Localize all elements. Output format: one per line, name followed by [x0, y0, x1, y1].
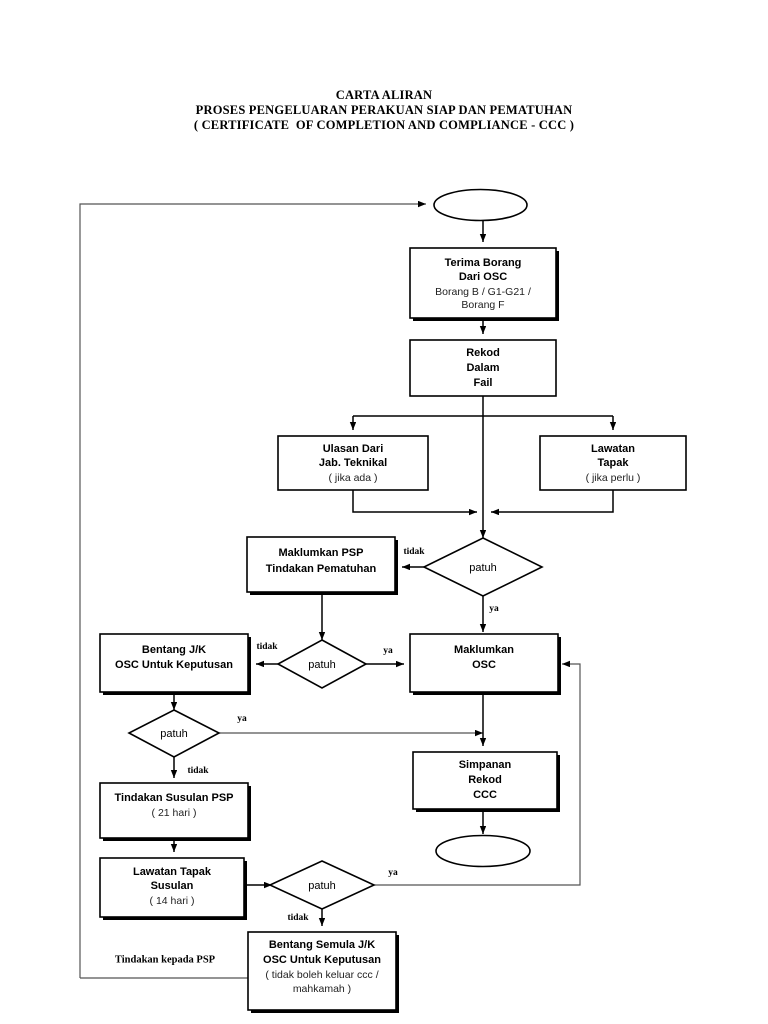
- node-rekod-line2: Dalam: [466, 362, 499, 374]
- edge-label-patuh2-ya: ya: [383, 646, 393, 656]
- node-rekod-line3: Fail: [474, 377, 493, 389]
- node-terima-borang[interactable]: Terima Borang Dari OSC Borang B / G1-G21…: [409, 247, 559, 321]
- edge-label-patuh3-tidak: tidak: [187, 766, 209, 776]
- node-patuh-2[interactable]: patuh: [276, 639, 368, 689]
- node-terima-borang-line1: Terima Borang: [445, 257, 522, 269]
- edge-label-patuh1-ya: ya: [489, 604, 499, 614]
- edge-label-patuh3-ya: ya: [237, 714, 247, 724]
- node-lawatan-tapak[interactable]: Lawatan Tapak ( jika perlu ): [539, 435, 687, 491]
- node-bentang-semula-jk-osc[interactable]: Bentang Semula J/K OSC Untuk Keputusan (…: [247, 931, 399, 1013]
- node-ulasan-line1: Ulasan Dari: [323, 443, 384, 455]
- annotation-tindakan-kepada-psp: Tindakan kepada PSP: [115, 954, 216, 965]
- node-bentang-semula-line1: Bentang Semula J/K: [269, 939, 375, 951]
- node-rekod-dalam-fail[interactable]: Rekod Dalam Fail: [409, 339, 557, 397]
- node-lawatan-tapak-sub1: ( jika perlu ): [586, 472, 641, 484]
- node-patuh-3-label: patuh: [160, 728, 188, 740]
- node-patuh-3[interactable]: patuh: [127, 709, 221, 758]
- node-maklumkan-osc-line2: OSC: [472, 659, 496, 671]
- edge-label-patuh2-tidak: tidak: [256, 642, 278, 652]
- edge-label-patuh1-tidak: tidak: [403, 547, 425, 557]
- node-patuh-1[interactable]: patuh: [422, 537, 544, 597]
- node-maklumkan-psp-line2: Tindakan Pematuhan: [266, 563, 377, 575]
- edge-label-patuh4-tidak: tidak: [287, 913, 309, 923]
- node-patuh-4-label: patuh: [308, 880, 336, 892]
- node-patuh-4[interactable]: patuh: [268, 860, 376, 910]
- node-tindakan-susulan-line1: Tindakan Susulan PSP: [115, 792, 234, 804]
- node-maklumkan-psp[interactable]: Maklumkan PSP Tindakan Pematuhan: [246, 536, 398, 595]
- node-ulasan-jab-teknikal[interactable]: Ulasan Dari Jab. Teknikal ( jika ada ): [277, 435, 429, 491]
- title-line-1: CARTA ALIRAN: [335, 88, 433, 102]
- node-rekod-line1: Rekod: [466, 347, 500, 359]
- node-bentang-semula-sub1: ( tidak boleh keluar ccc /: [265, 969, 378, 981]
- node-end[interactable]: [435, 834, 531, 868]
- edge-patuh4-ya: [374, 660, 581, 886]
- node-start[interactable]: [433, 188, 528, 222]
- node-maklumkan-osc-line1: Maklumkan: [454, 644, 514, 656]
- node-lawatan-tapak-line2: Tapak: [598, 457, 630, 469]
- node-simpanan-rekod-ccc[interactable]: Simpanan Rekod CCC: [412, 751, 560, 812]
- node-lawatan-tapak-line1: Lawatan: [591, 443, 635, 455]
- node-bentang-semula-line2: OSC Untuk Keputusan: [263, 954, 381, 966]
- node-simpanan-line1: Simpanan: [459, 759, 512, 771]
- node-ulasan-sub1: ( jika ada ): [328, 472, 377, 484]
- node-bentang-semula-sub2: mahkamah ): [293, 983, 351, 995]
- node-tindakan-susulan-sub1: ( 21 hari ): [152, 807, 197, 819]
- node-bentang-jk-line1: Bentang J/K: [142, 644, 206, 656]
- title-line-3: ( CERTIFICATE OF COMPLETION AND COMPLIAN…: [193, 118, 575, 132]
- node-lawatan-susulan-line1: Lawatan Tapak: [133, 866, 212, 878]
- node-terima-borang-sub2: Borang F: [461, 299, 504, 311]
- node-ulasan-line2: Jab. Teknikal: [319, 457, 387, 469]
- node-lawatan-tapak-susulan[interactable]: Lawatan Tapak Susulan ( 14 hari ): [99, 857, 247, 920]
- edge-ulasan-to-join: [352, 490, 477, 516]
- node-simpanan-line3: CCC: [473, 789, 497, 801]
- node-lawatan-susulan-line2: Susulan: [151, 880, 194, 892]
- edge-lawatan-to-join: [491, 490, 614, 516]
- page-title: CARTA ALIRAN PROSES PENGELUARAN PERAKUAN…: [0, 88, 768, 133]
- node-lawatan-susulan-sub1: ( 14 hari ): [150, 895, 195, 907]
- node-simpanan-line2: Rekod: [468, 774, 502, 786]
- node-bentang-jk-osc[interactable]: Bentang J/K OSC Untuk Keputusan: [99, 633, 251, 695]
- node-bentang-jk-line2: OSC Untuk Keputusan: [115, 659, 233, 671]
- node-terima-borang-line2: Dari OSC: [459, 271, 507, 283]
- node-patuh-2-label: patuh: [308, 659, 336, 671]
- edge-label-patuh4-ya: ya: [388, 868, 398, 878]
- edge-return-to-start: [79, 200, 426, 978]
- title-line-2: PROSES PENGELUARAN PERAKUAN SIAP DAN PEM…: [195, 103, 573, 117]
- node-tindakan-susulan-psp[interactable]: Tindakan Susulan PSP ( 21 hari ): [99, 782, 251, 841]
- node-patuh-1-label: patuh: [469, 562, 497, 574]
- node-maklumkan-psp-line1: Maklumkan PSP: [279, 547, 364, 559]
- node-maklumkan-osc[interactable]: Maklumkan OSC: [409, 633, 561, 695]
- node-terima-borang-sub1: Borang B / G1-G21 /: [435, 286, 531, 298]
